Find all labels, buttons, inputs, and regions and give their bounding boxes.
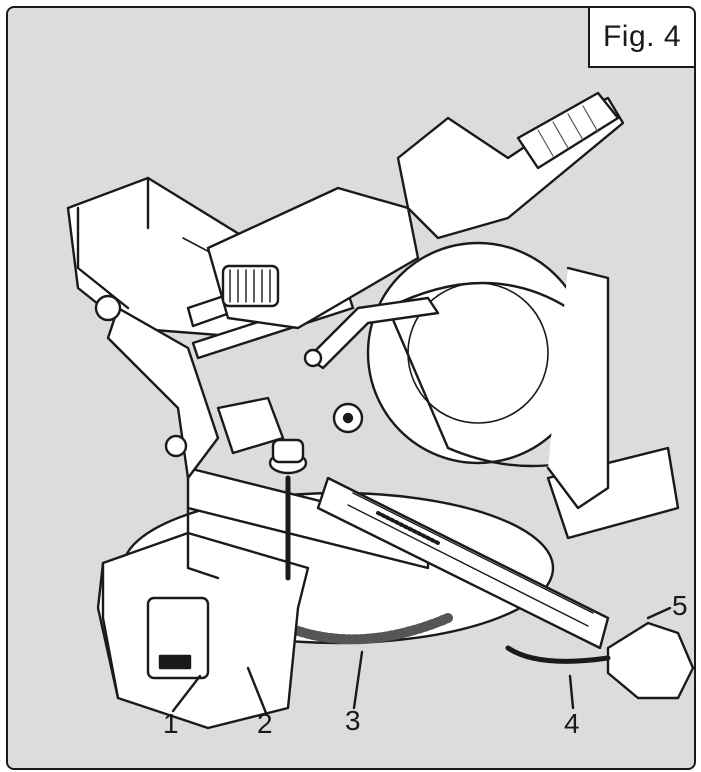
guard-link (306, 296, 440, 370)
miter-lock-handle (606, 621, 694, 700)
callout-4: 4 (564, 708, 580, 739)
bevel-knob (94, 294, 122, 322)
callout-3: 3 (345, 705, 361, 736)
leader-3 (352, 650, 364, 710)
miter-saw-drawing (66, 91, 694, 730)
leader-lines (171, 606, 672, 715)
leader-4 (568, 674, 575, 710)
head-arm (106, 306, 220, 480)
figure-frame: Fig. 4 (6, 6, 696, 770)
leader-1 (171, 674, 202, 713)
callout-2: 2 (257, 708, 273, 739)
callout-1: 1 (163, 708, 179, 739)
leader-2 (246, 666, 268, 715)
handle-grip (516, 91, 620, 170)
table-column (216, 396, 285, 455)
callout-5: 5 (672, 590, 688, 621)
motor-vents (221, 264, 280, 308)
leader-5 (646, 606, 672, 620)
figure-label: Fig. 4 (588, 8, 694, 68)
